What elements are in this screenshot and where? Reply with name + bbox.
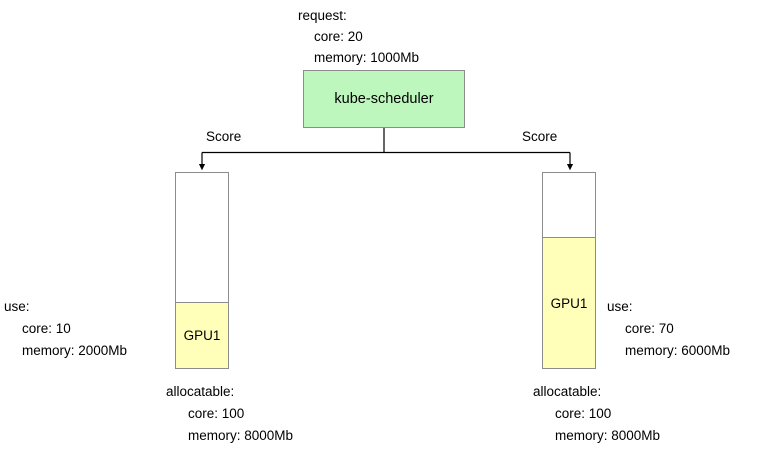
use-header-left: use: [4,299,30,314]
node-gpu-label-right: GPU1 [550,295,588,311]
request-spec-block: request: core: 20 memory: 1000Mb [292,5,477,68]
use-core-right: core: 70 [625,321,674,336]
use-core-left: core: 10 [22,321,71,336]
node-allocatable-block-right: allocatable: core: 100 memory: 8000Mb [533,381,660,447]
request-header: request: [298,8,347,23]
use-memory-right: memory: 6000Mb [625,343,731,358]
node-use-block-right: use: core: 70 memory: 6000Mb [607,296,730,362]
use-header-right: use: [607,299,633,314]
allocatable-memory-right: memory: 8000Mb [555,428,661,443]
node-allocatable-block-left: allocatable: core: 100 memory: 8000Mb [166,381,293,447]
node-used-block-left: GPU1 [176,302,228,368]
node-gpu-label-left: GPU1 [183,328,221,343]
allocatable-core-right: core: 100 [555,406,612,421]
allocatable-memory-left: memory: 8000Mb [188,428,294,443]
edge-label-score-left: Score [206,129,242,144]
use-memory-left: memory: 2000Mb [22,343,128,358]
node-use-block-left: use: core: 10 memory: 2000Mb [4,296,127,362]
allocatable-header-left: allocatable: [166,384,235,399]
request-memory: memory: 1000Mb [314,50,420,65]
node-used-block-right: GPU1 [543,237,595,368]
node-capacity-bar-right[interactable]: GPU1 [542,172,596,369]
allocatable-core-left: core: 100 [188,406,245,421]
kube-scheduler-label: kube-scheduler [334,91,434,107]
allocatable-header-right: allocatable: [533,384,602,399]
kube-scheduler-box[interactable]: kube-scheduler [303,70,465,128]
request-core: core: 20 [314,29,363,44]
node-capacity-bar-left[interactable]: GPU1 [175,172,229,369]
edge-label-score-right: Score [522,129,558,144]
